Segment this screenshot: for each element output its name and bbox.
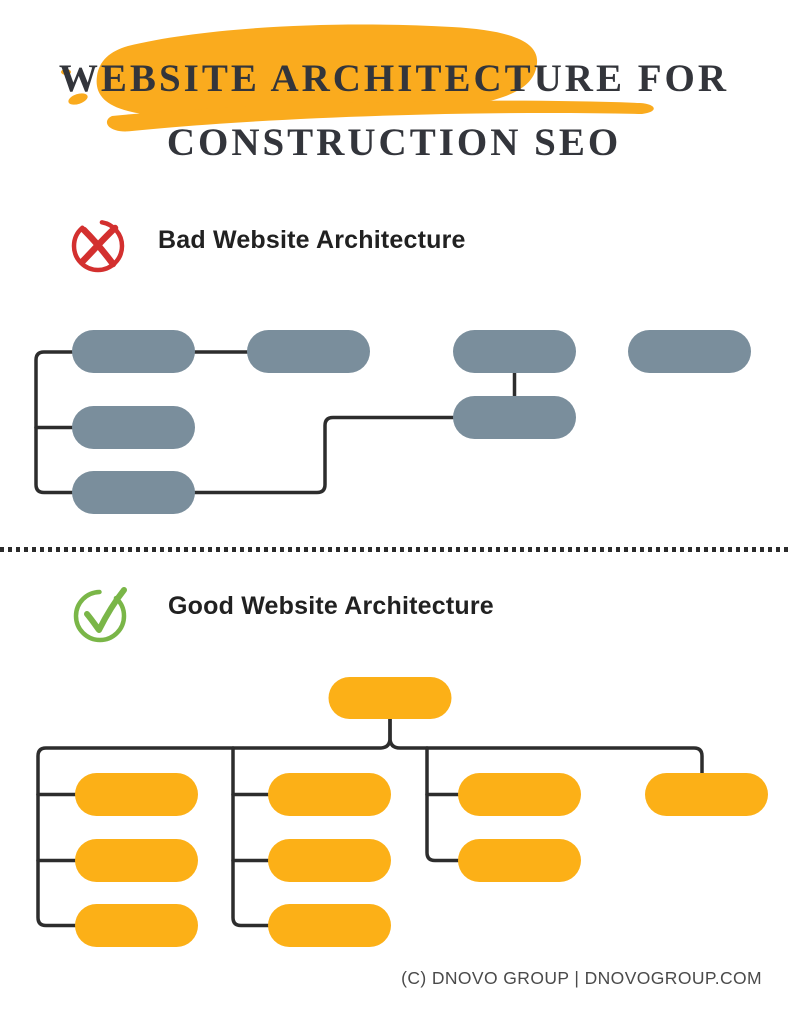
good-connectors [36, 717, 704, 928]
brush-splatter [61, 69, 71, 75]
good-connector-trunk-right [388, 717, 704, 775]
good-nodes [75, 677, 768, 947]
check-icon-mark [84, 587, 127, 633]
good-connector-group3-drop [425, 746, 460, 863]
good-node [645, 773, 768, 816]
brush-shapes [61, 24, 654, 132]
good-node [75, 904, 198, 947]
x-circle-icon [71, 219, 125, 273]
bad-connectors [34, 350, 517, 495]
good-node [75, 773, 198, 816]
check-icon-circle [73, 589, 127, 643]
good-node [458, 839, 581, 882]
bad-section-title: Bad Website Architecture [158, 226, 466, 254]
bad-node [453, 330, 576, 373]
good-node [75, 839, 198, 882]
good-node [268, 904, 391, 947]
good-section-title: Good Website Architecture [168, 592, 494, 620]
copyright-footer: (C) DNOVO GROUP | DNOVOGROUP.COM [401, 968, 762, 988]
check-circle-icon [73, 587, 127, 643]
good-node [268, 773, 391, 816]
bad-node [247, 330, 370, 373]
good-connector-trunk-left [36, 717, 392, 928]
bad-node [72, 471, 195, 514]
brush-main-blob [96, 24, 538, 119]
good-architecture-diagram [36, 677, 768, 947]
x-icon-stroke2 [78, 224, 119, 266]
bad-node [72, 406, 195, 449]
good-connector-group2-drop [231, 746, 270, 928]
bad-connector-left-bracket [34, 350, 74, 495]
brush-tail-swoosh [106, 100, 654, 132]
bad-node-isolated [628, 330, 751, 373]
x-icon-circle [71, 219, 125, 273]
title-block: WEBSITE ARCHITECTURE FOR CONSTRUCTION SE… [0, 0, 788, 190]
page-title-line1: WEBSITE ARCHITECTURE FOR [58, 57, 730, 100]
brush-splatter [68, 93, 88, 105]
dotted-divider [0, 547, 788, 552]
page-title-line2: CONSTRUCTION SEO [166, 121, 622, 164]
brush-stroke-highlight [61, 24, 654, 132]
good-root-node [328, 677, 452, 719]
good-node [268, 839, 391, 882]
bad-connector-crossing-path [193, 415, 455, 495]
bad-architecture-diagram [34, 330, 751, 514]
bad-nodes [72, 330, 751, 514]
good-node [458, 773, 581, 816]
bad-node [453, 396, 576, 439]
bad-node [72, 330, 195, 373]
